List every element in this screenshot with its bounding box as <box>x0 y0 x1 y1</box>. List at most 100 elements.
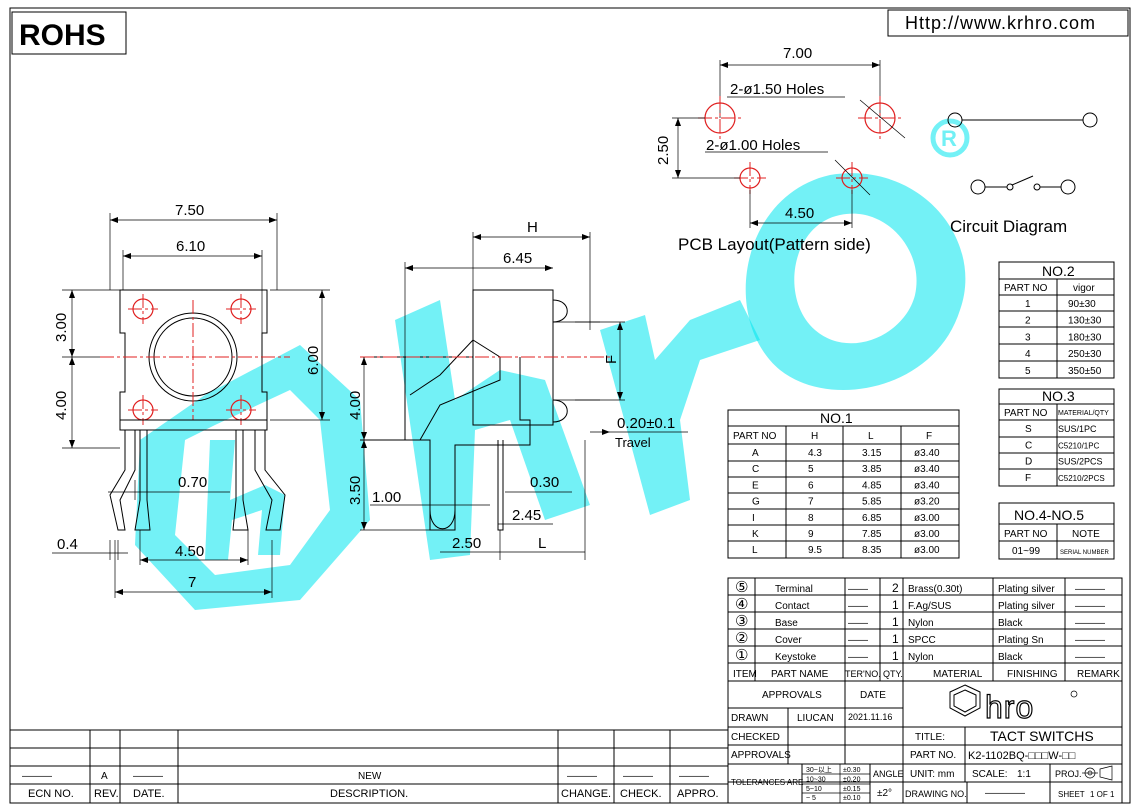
bom-cell: ③ <box>735 613 748 630</box>
svg-text:R: R <box>941 126 957 151</box>
no1-cell: K <box>752 529 759 540</box>
side-dim-0-30: 0.30 <box>530 474 559 491</box>
pcb-holes-large-label: 2-ø1.50 Holes <box>730 81 824 98</box>
bom-cell: Black <box>998 618 1023 629</box>
bom-cell: 2 <box>892 581 899 595</box>
drawn-date: 2021.11.16 <box>848 712 892 722</box>
rev-change-dash: ——— <box>567 771 597 782</box>
front-dim-0-70: 0.70 <box>178 474 207 491</box>
no1-cell: 9.5 <box>808 545 822 556</box>
rev-header-desc: DESCRIPTION. <box>330 788 408 800</box>
no2-cell: 180±30 <box>1068 332 1102 343</box>
rev-header-ecn: ECN NO. <box>28 788 74 800</box>
no2-cell: 3 <box>1025 332 1031 343</box>
front-dim-7-50: 7.50 <box>175 202 204 219</box>
scale-label: SCALE: <box>972 769 1008 780</box>
pcb-layout: 7.00 2-ø1.50 Holes 2-ø1.00 Holes 2.50 <box>655 45 906 254</box>
no2-cell: 90±30 <box>1068 299 1096 310</box>
date-head: DATE <box>860 690 886 701</box>
no1-cell: E <box>752 480 759 491</box>
bom-cell: 1 <box>892 632 899 646</box>
website-url[interactable]: Http://www.krhro.com <box>905 13 1096 33</box>
bom-cell: —— <box>848 584 868 595</box>
no3-cell: C5210/1PC <box>1058 441 1100 450</box>
side-dim-L: L <box>538 535 546 552</box>
tolerance-range: 30~以上 <box>806 765 832 774</box>
rev-header-change: CHANGE. <box>561 788 611 800</box>
bom-cell: ① <box>735 647 748 664</box>
url-box <box>887 9 1129 37</box>
bom-cell: ——— <box>1075 652 1105 663</box>
title-label: TITLE: <box>915 732 945 743</box>
circuit-diagram-title: Circuit Diagram <box>950 217 1067 236</box>
no3-cell: C5210/2PCS <box>1058 474 1105 483</box>
no2-cell: 1 <box>1025 299 1031 310</box>
no3-header: MATERIAL/QTY <box>1058 410 1109 417</box>
tolerance-value: ±0.30 <box>843 767 861 774</box>
partno-value: K2-1102BQ-□□□W-□□ <box>968 750 1076 762</box>
no2-cell: 350±50 <box>1068 366 1102 377</box>
no1-cell: 8.35 <box>862 545 882 556</box>
rev-header-rev: REV. <box>94 788 119 800</box>
bom-cell: Brass(0.30t) <box>908 584 962 595</box>
no1-cell: C <box>752 464 759 475</box>
no1-header: PART NO <box>733 431 777 442</box>
approvals-head: APPROVALS <box>762 690 822 701</box>
no1-cell: 8 <box>808 513 814 524</box>
scale-value: 1:1 <box>1017 769 1031 780</box>
side-view: F H 6.45 4.00 3.50 1.00 0.30 2.45 2.50 <box>347 219 688 560</box>
side-dim-2-45: 2.45 <box>512 507 541 524</box>
side-dim-3-50: 3.50 <box>347 476 364 505</box>
drawing-no-value: ———— <box>985 788 1025 799</box>
unit-label: UNIT: mm <box>910 769 954 780</box>
no1-cell: 5 <box>808 464 814 475</box>
rev-header-date: DATE. <box>133 788 165 800</box>
bom-cell: ——— <box>1075 584 1105 595</box>
bom-cell: 1 <box>892 615 899 629</box>
front-dim-3-00: 3.00 <box>53 313 70 342</box>
no1-cell: 7.85 <box>862 529 882 540</box>
no2-cell: 130±30 <box>1068 316 1102 327</box>
bom-cell: ⑤ <box>735 579 748 596</box>
angle-value: ±2° <box>877 788 892 799</box>
no45-header: NOTE <box>1072 529 1100 540</box>
no3-cell: F <box>1025 473 1031 484</box>
no1-cell: G <box>752 497 760 508</box>
proj-label: PROJ. <box>1055 769 1082 779</box>
bom-cell: Nylon <box>908 618 934 629</box>
angle-label: ANGLE <box>873 769 904 779</box>
partno-label: PART NO. <box>910 750 956 761</box>
bom-cell: ④ <box>735 596 748 613</box>
bom-cell: Plating Sn <box>998 635 1044 646</box>
bom-cell: —— <box>848 601 868 612</box>
drawing-no-label: DRAWING NO. <box>905 789 967 799</box>
no1-cell: 6 <box>808 480 814 491</box>
tolerance-value: ±0.10 <box>843 795 861 802</box>
no1-cell: 6.85 <box>862 513 882 524</box>
no2-header: PART NO <box>1004 283 1048 294</box>
front-dim-6-00: 6.00 <box>305 346 322 375</box>
no2-title: NO.2 <box>1042 263 1075 279</box>
bom-header: ITEM <box>733 669 757 680</box>
rev-header-appro: APPRO. <box>677 788 719 800</box>
no3-cell: S <box>1025 424 1032 435</box>
side-dim-H: H <box>527 219 538 236</box>
bom-cell: Keystoke <box>775 652 817 663</box>
side-dim-6-45: 6.45 <box>503 250 532 267</box>
title-block: APPROVALS DATE DRAWN LIUCAN 2021.11.16 C… <box>727 680 1123 804</box>
bom-cell: ——— <box>1075 601 1105 612</box>
no45-header: PART NO <box>1004 529 1048 540</box>
bom-cell: Black <box>998 652 1023 663</box>
no1-cell: 9 <box>808 529 814 540</box>
no3-cell: D <box>1025 457 1032 468</box>
rohs-label: ROHS <box>19 19 106 52</box>
sheet-label: SHEET <box>1058 790 1085 799</box>
front-view: 7.50 6.10 3.00 4.00 6.00 0.70 0.4 <box>52 202 330 598</box>
tolerance-value: ±0.20 <box>843 776 861 783</box>
